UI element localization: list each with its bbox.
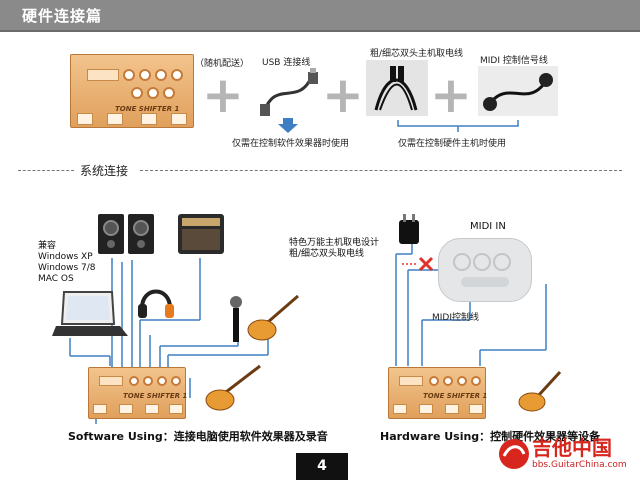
microphone-image	[230, 296, 242, 342]
hardware-note: 仅需在控制硬件主机时使用	[398, 139, 507, 149]
power-adapter-image	[399, 214, 419, 244]
midi-cable-text: MIDI控制线	[432, 313, 480, 323]
power-line: 特色万能主机取电设计	[289, 238, 380, 248]
bracket-line	[397, 120, 519, 132]
electric-guitar-image	[518, 370, 562, 412]
device-label: TONE SHIFTER 1	[123, 392, 188, 400]
midi-cable-image	[478, 66, 558, 116]
plus-icon: +	[430, 66, 472, 124]
page-title: 硬件连接篇	[22, 7, 103, 25]
device-note: （随机配送）	[195, 59, 250, 69]
section-divider: 系统连接	[0, 162, 640, 178]
usb-cable-image	[260, 68, 318, 116]
usb-note: 仅需在控制软件效果器时使用	[232, 139, 350, 149]
plus-icon: +	[202, 66, 244, 124]
device-label: TONE SHIFTER 1	[115, 105, 180, 113]
power-cable-label: 粗/细芯双头主机取电线	[370, 49, 464, 59]
laptop-image	[52, 291, 128, 336]
power-line: 粗/细芯双头取电线	[289, 249, 365, 259]
tone-shifter-device-software: TONE SHIFTER 1	[88, 367, 188, 419]
os-line: Windows 7/8	[38, 263, 96, 273]
power-feature-text: 特色万能主机取电设计 粗/细芯双头取电线	[289, 238, 379, 260]
studio-speaker-left	[98, 214, 124, 254]
host-processor-image	[438, 238, 532, 302]
guitar-amplifier	[178, 214, 224, 254]
studio-speaker-right	[128, 214, 154, 254]
headphones-image	[138, 289, 174, 318]
dragon-logo-icon	[499, 439, 529, 469]
hardware-wiring	[395, 236, 547, 366]
tone-shifter-device-top: TONE SHIFTER 1	[70, 54, 194, 128]
plus-icon: +	[322, 66, 364, 124]
software-caption: Software Using：连接电脑使用软件效果器及录音	[68, 430, 328, 443]
down-arrow-icon	[278, 118, 298, 133]
software-wiring	[69, 258, 269, 424]
watermark-cn: 吉他中国	[532, 436, 612, 460]
watermark-url: bbs.GuitarChina.com	[532, 460, 627, 470]
usb-cable-label: USB 连接线	[262, 58, 311, 68]
os-line: 兼容	[38, 241, 57, 251]
watermark-logo: 吉他中国 bbs.GuitarChina.com	[496, 430, 636, 478]
midi-cable-label: MIDI 控制信号线	[480, 56, 548, 66]
power-cable-image	[366, 60, 428, 116]
electric-guitar-image	[247, 294, 299, 341]
os-line: MAC OS	[38, 274, 74, 284]
header-bar: 硬件连接篇	[0, 0, 640, 32]
hardware-caption: Hardware Using：控制硬件效果器等设备	[380, 430, 601, 443]
os-line: Windows XP	[38, 252, 93, 262]
device-label: TONE SHIFTER 1	[423, 392, 488, 400]
electric-guitar-image	[205, 364, 261, 411]
midi-in-label: MIDI IN	[470, 221, 506, 232]
tone-shifter-device-hardware: TONE SHIFTER 1	[388, 367, 488, 419]
section-title: 系统连接	[80, 164, 129, 178]
os-compat-list: 兼容 Windows XP Windows 7/8 MAC OS	[38, 241, 96, 285]
page-number: 4	[296, 453, 348, 480]
